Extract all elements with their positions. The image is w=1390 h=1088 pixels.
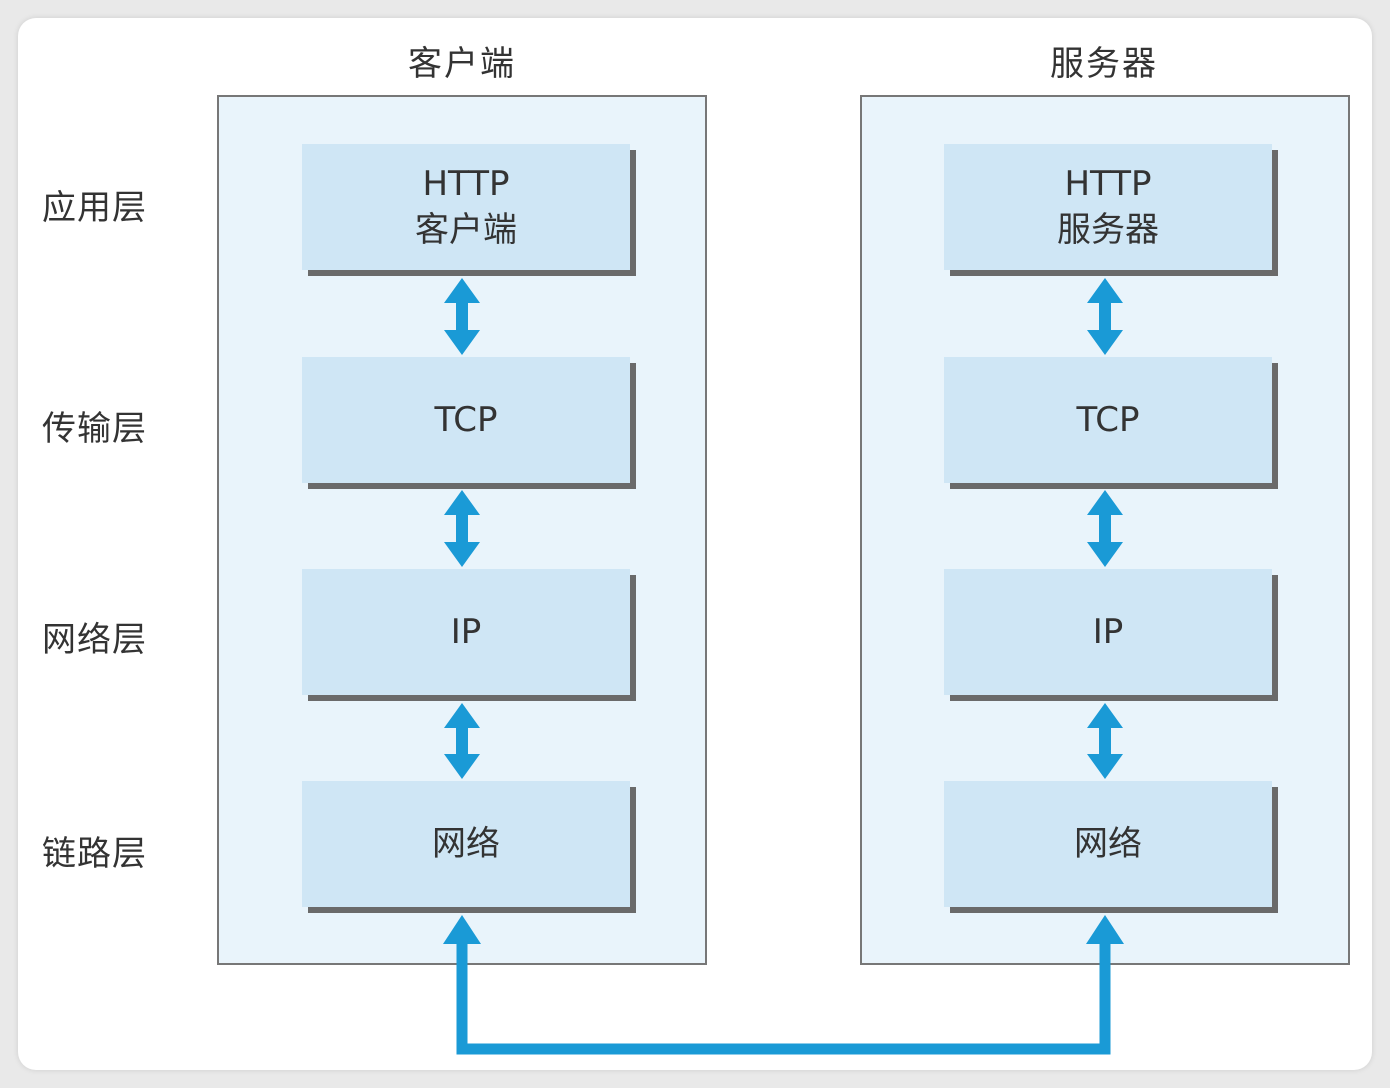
server-network-label: 网络 bbox=[1074, 824, 1142, 864]
server-arrow-tcp-ip bbox=[1087, 490, 1123, 567]
client-arrow-tcp-ip bbox=[444, 490, 480, 567]
client-arrow-ip-network bbox=[444, 703, 480, 779]
client-http-sublabel: 客户端 bbox=[415, 210, 517, 250]
server-http-sublabel: 服务器 bbox=[1057, 210, 1159, 250]
server-link-arrowhead bbox=[1086, 915, 1124, 944]
server-network-box: 网络 bbox=[944, 781, 1272, 907]
client-tcp-label: TCP bbox=[434, 400, 498, 440]
client-http-label: HTTP bbox=[422, 164, 510, 204]
client-tcp-box: TCP bbox=[302, 357, 630, 483]
client-http-box: HTTP 客户端 bbox=[302, 144, 630, 270]
server-http-box: HTTP 服务器 bbox=[944, 144, 1272, 270]
server-http-label: HTTP bbox=[1064, 164, 1152, 204]
client-arrow-http-tcp bbox=[444, 278, 480, 355]
layer-label-network: 网络层 bbox=[42, 620, 147, 660]
server-arrow-http-tcp bbox=[1087, 278, 1123, 355]
layer-label-transport: 传输层 bbox=[42, 409, 147, 449]
client-link-arrowhead bbox=[443, 915, 481, 944]
server-tcp-box: TCP bbox=[944, 357, 1272, 483]
server-tcp-label: TCP bbox=[1076, 400, 1140, 440]
network-link-connector bbox=[443, 915, 1124, 1055]
layer-label-link: 链路层 bbox=[42, 834, 147, 874]
client-column-title: 客户端 bbox=[408, 44, 516, 84]
client-network-label: 网络 bbox=[432, 824, 500, 864]
client-ip-box: IP bbox=[302, 569, 630, 695]
server-arrow-ip-network bbox=[1087, 703, 1123, 779]
client-network-box: 网络 bbox=[302, 781, 630, 907]
server-ip-box: IP bbox=[944, 569, 1272, 695]
server-ip-label: IP bbox=[1092, 612, 1124, 652]
server-column-title: 服务器 bbox=[1050, 44, 1158, 84]
layer-label-application: 应用层 bbox=[42, 188, 147, 228]
client-ip-label: IP bbox=[450, 612, 482, 652]
